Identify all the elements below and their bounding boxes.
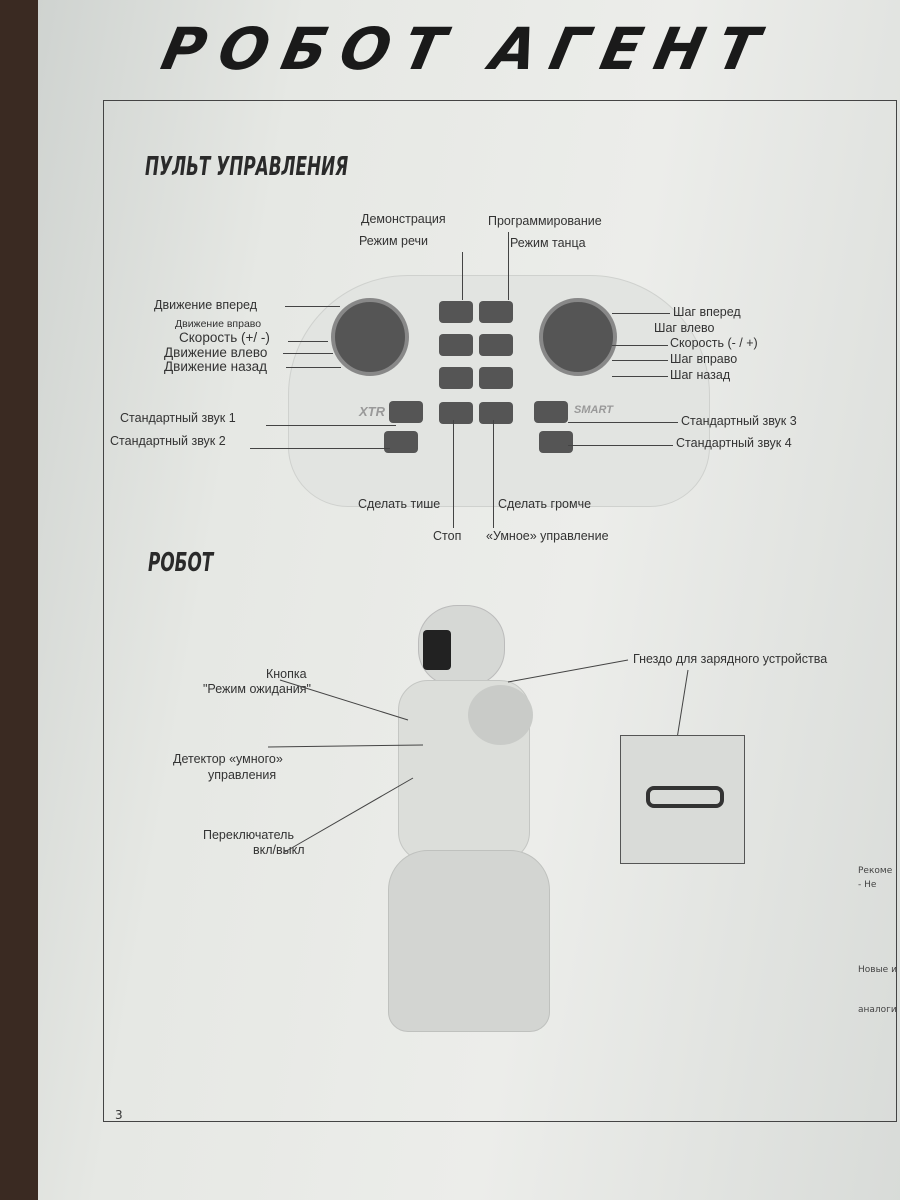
label-step-right: Шаг вправо: [670, 352, 738, 366]
side-fragment: Новые и: [858, 965, 897, 975]
label-speed-right: Скорость (- / +): [670, 336, 758, 350]
label-speed-left: Скорость (+/ -): [179, 330, 270, 345]
label-detector-2: управления: [208, 768, 277, 782]
label-step-left: Шаг влево: [654, 321, 715, 335]
label-volume-up: Сделать громче: [498, 497, 592, 511]
side-fragment: аналоги: [858, 1005, 897, 1015]
label-smart: «Умное» управление: [486, 529, 609, 543]
sound2-button: [384, 431, 418, 453]
demo-button: [439, 301, 473, 323]
label-sound1: Стандартный звук 1: [120, 411, 236, 425]
volume-down-button: [439, 402, 473, 424]
charge-port-inset: [620, 735, 745, 864]
label-right: Движение вправо: [175, 318, 262, 330]
robot-illustration: [368, 600, 568, 1040]
robot-heading: РОБОТ: [148, 548, 214, 578]
label-standby-1: Кнопка: [266, 667, 307, 681]
label-step-forward: Шаг вперед: [673, 305, 741, 319]
label-step-back: Шаг назад: [670, 368, 731, 382]
program-button: [479, 301, 513, 323]
side-fragment: Рекоме: [858, 866, 893, 876]
label-detector-1: Детектор «умного»: [173, 752, 283, 766]
sound1-button: [389, 401, 423, 423]
sound3-button: [534, 401, 568, 423]
speech-button: [439, 334, 473, 356]
side-fragment: - Не: [858, 880, 877, 890]
page-frame: [103, 100, 897, 1122]
label-forward: Движение вперед: [154, 298, 257, 312]
label-charge-port: Гнездо для зарядного устройства: [633, 652, 828, 666]
smart-logo: SMART: [574, 404, 613, 416]
label-sound3: Стандартный звук 3: [681, 414, 797, 428]
label-switch-1: Переключатель: [203, 828, 294, 842]
xtr-logo: XTR: [359, 404, 385, 419]
callout-lines: [267, 659, 689, 854]
label-stop: Стоп: [433, 529, 462, 543]
page-number: 3: [115, 1108, 123, 1122]
label-dance: Режим танца: [510, 236, 586, 250]
label-volume-down: Сделать тише: [358, 497, 441, 511]
label-demo: Демонстрация: [361, 212, 446, 226]
dance-button: [479, 334, 513, 356]
stop-button: [439, 367, 473, 389]
left-dpad: [331, 298, 409, 376]
remote-heading: ПУЛЬТ УПРАВЛЕНИЯ: [145, 152, 349, 182]
manual-page: РОБОТ АГЕНТ ПУЛЬТ УПРАВЛЕНИЯ XTR SMART Д…: [38, 0, 900, 1200]
sound4-button: [539, 431, 573, 453]
label-speech: Режим речи: [359, 234, 428, 248]
right-dpad: [539, 298, 617, 376]
label-sound2: Стандартный звук 2: [110, 434, 226, 448]
label-left: Движение влево: [164, 345, 268, 360]
smart-button: [479, 367, 513, 389]
label-sound4: Стандартный звук 4: [676, 436, 792, 450]
volume-up-button: [479, 402, 513, 424]
label-switch-2: вкл/выкл: [253, 843, 305, 857]
label-standby-2: "Режим ожидания": [203, 682, 311, 696]
label-program: Программирование: [488, 214, 602, 228]
label-back: Движение назад: [164, 359, 268, 374]
